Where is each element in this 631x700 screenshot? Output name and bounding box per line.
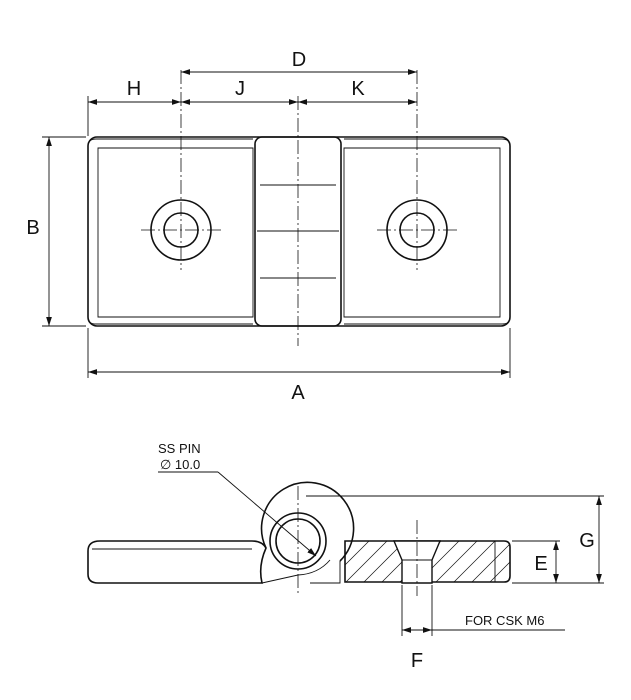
pin-callout-line1: SS PIN: [158, 441, 201, 456]
dimension-k-label: K: [351, 78, 365, 100]
dimension-h-label: H: [127, 78, 141, 100]
dimension-f-label: F: [411, 650, 423, 672]
dimension-j-label: J: [235, 78, 245, 100]
dimension-e-label: E: [534, 553, 547, 575]
side-knuckle: [260, 481, 355, 562]
top-view: D H J K B A: [26, 49, 511, 404]
side-view: SS PIN ∅ 10.0 G E F FOR CSK M6: [87, 441, 604, 672]
dimension-d-label: D: [292, 49, 306, 71]
left-leaf: [97, 147, 254, 318]
dimension-b-label: B: [26, 217, 39, 239]
right-leaf: [343, 147, 501, 318]
hole-callout: FOR CSK M6: [465, 613, 544, 628]
pin-callout-line2: ∅ 10.0: [160, 457, 200, 472]
dimension-g-label: G: [579, 530, 595, 552]
dimension-a-label: A: [291, 382, 305, 404]
side-left-leaf: [87, 540, 267, 584]
side-right-leaf-section: [344, 540, 511, 584]
